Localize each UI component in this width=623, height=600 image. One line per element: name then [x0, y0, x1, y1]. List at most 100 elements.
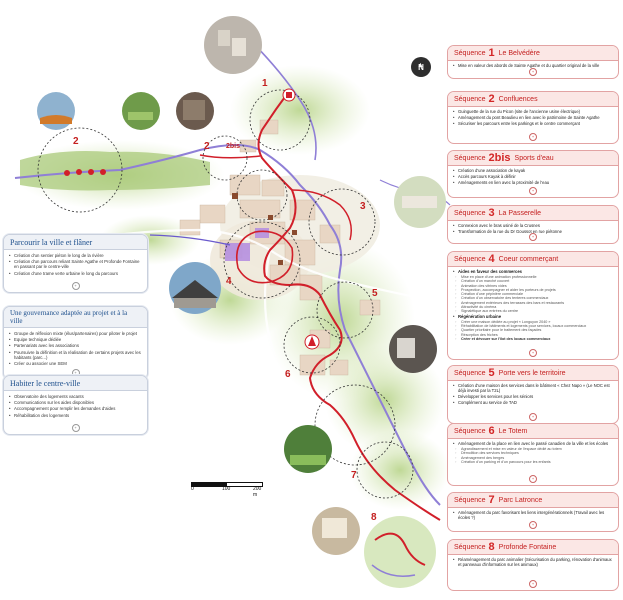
list-item: Accès parcours Kayak à définir: [453, 174, 614, 179]
card-title: Habiter le centre-ville: [4, 376, 147, 391]
list-subitem: Aménagement des berges: [455, 456, 614, 461]
expand-icon[interactable]: +: [529, 349, 537, 357]
map-number-1: 1: [262, 78, 268, 89]
list-subitem: Attractivité du cinéma: [455, 305, 614, 310]
list-note: Créer et dévouer sur l'îlot des locaux c…: [455, 337, 614, 342]
sequence-label: Séquence: [454, 209, 486, 217]
list-item: Partenariats avec les associations: [9, 343, 141, 348]
map-number-2bis: 2bis: [226, 143, 241, 150]
list-item: Création d'une maison des services dans …: [453, 383, 614, 393]
sequence-title: Sports d'eau: [514, 154, 554, 162]
list-item: Complément au service de TAD: [453, 400, 614, 405]
sequence-number: 4: [488, 253, 495, 265]
river: [14, 144, 441, 506]
sequence-zones: [37, 89, 414, 499]
photo-thumbnails: [37, 16, 446, 588]
list-item: Aménagements en lien avec la proximité d…: [453, 180, 614, 185]
sequence-title: Profonde Fontaine: [498, 543, 557, 551]
list-subitem: Agrandissement et mise en valeur de l'es…: [455, 447, 614, 452]
map-number-5: 5: [372, 288, 378, 299]
list-item: Aménagement de la place en lien avec le …: [453, 441, 614, 446]
expand-icon[interactable]: +: [529, 68, 537, 76]
regional-road: [149, 234, 231, 246]
expand-icon[interactable]: +: [529, 475, 537, 483]
list-item: Aménagement du parc favorisant les liens…: [453, 510, 614, 520]
list-item: Accompagnement pour remplir les demandes…: [9, 406, 141, 411]
map-number-4: 4: [226, 276, 232, 287]
route-branch-2: [199, 154, 261, 159]
card-parcourir[interactable]: Parcourir la ville et flâner Création d'…: [3, 234, 148, 293]
list-item: Groupe de réflexion mixte (élus/partenai…: [9, 331, 141, 336]
expand-icon[interactable]: +: [71, 424, 80, 432]
map-number-6: 6: [285, 369, 291, 380]
sequence-label: Séquence: [454, 154, 486, 162]
card-title: Parcourir la ville et flâner: [4, 235, 147, 250]
list-item: Connexion avec le bras usiné de la Crusn…: [453, 223, 614, 228]
map-number-2: 2: [204, 141, 210, 152]
expand-icon[interactable]: +: [529, 233, 537, 241]
list-subitem: Créer une maison dédiée au projet « Long…: [455, 320, 614, 325]
map-number-3: 3: [360, 201, 366, 212]
sequence-title: Porte vers le territoire: [498, 369, 566, 377]
list-item: Poursuivre la définition et la réalisati…: [9, 350, 141, 360]
sequence-title: Confluences: [498, 95, 538, 103]
map-pictograms: [64, 88, 320, 350]
list-item: Sécuriser les parcours entre les parking…: [453, 121, 614, 126]
list-item: Création d'un sentier piéton le long de …: [9, 253, 141, 258]
list-item: Aménagement du pont Beaulieu en lien ave…: [453, 115, 614, 120]
scale-label-200: 200 m: [253, 486, 262, 498]
sequence-label: Séquence: [454, 95, 486, 103]
list-subitem: Création d'un parking et d'un parcours p…: [455, 460, 614, 465]
list-subitem: Aménagement extérieurs des terrasses des…: [455, 301, 614, 306]
list-subitem: Création d'une pépinière commerciale: [455, 292, 614, 297]
expand-icon[interactable]: +: [71, 282, 80, 290]
sequence-label: Séquence: [454, 427, 486, 435]
map-number-8: 8: [371, 512, 377, 523]
route-branch-3: [291, 189, 352, 241]
list-subitem: Démolition des services techniques: [455, 451, 614, 456]
list-item: Communications sur les aides disponibles: [9, 400, 141, 405]
card-habiter[interactable]: Habiter le centre-ville Observatoire des…: [3, 375, 148, 435]
expand-icon[interactable]: +: [529, 580, 537, 588]
sequence-number: 6: [488, 425, 495, 437]
sequence-number: 1: [488, 47, 495, 59]
expand-icon[interactable]: +: [529, 133, 537, 141]
map-number-7: 7: [351, 470, 357, 481]
sequence-label: Séquence: [454, 543, 486, 551]
list-subitem: Réhabilitation de bâtiments et logements…: [455, 324, 614, 329]
list-subitem: Création d'un marché couvert: [455, 279, 614, 284]
sequence-number: 8: [488, 541, 495, 553]
list-item: Equipe technique dédiée: [9, 337, 141, 342]
promenade-route: [257, 89, 441, 521]
sequence-number: 2bis: [488, 152, 511, 164]
list-subitem: Résorption des friches: [455, 333, 614, 338]
map-number-2-left: 2: [73, 136, 79, 147]
sequence-number: 5: [488, 367, 495, 379]
sequence-number: 3: [488, 207, 495, 219]
expand-icon[interactable]: +: [529, 521, 537, 529]
list-item: Création d'un parcours reliant Sainte Ag…: [9, 259, 141, 269]
expand-icon[interactable]: +: [529, 413, 537, 421]
sequence-label: Séquence: [454, 369, 486, 377]
sequence-number: 7: [488, 494, 495, 506]
buildings: [179, 119, 381, 376]
north-arrow-icon: ▲N: [411, 57, 431, 77]
scale-bar: 0 100 200 m: [191, 482, 266, 498]
list-item: Création d'une trame verte urbaine le lo…: [9, 271, 141, 276]
card-gouvernance[interactable]: Une gouvernance adaptée au projet et à l…: [3, 306, 148, 380]
sequence-title: Parc Latronce: [498, 496, 543, 504]
list-item: Création d'une association de kayak: [453, 168, 614, 173]
list-subitem: Animation des vitrines vides: [455, 284, 614, 289]
list-subitem: Quartier prioritaire pour le traitement …: [455, 328, 614, 333]
expand-icon[interactable]: +: [529, 187, 537, 195]
list-item: Mise en valeur des abords de Sainte Agat…: [453, 63, 614, 68]
